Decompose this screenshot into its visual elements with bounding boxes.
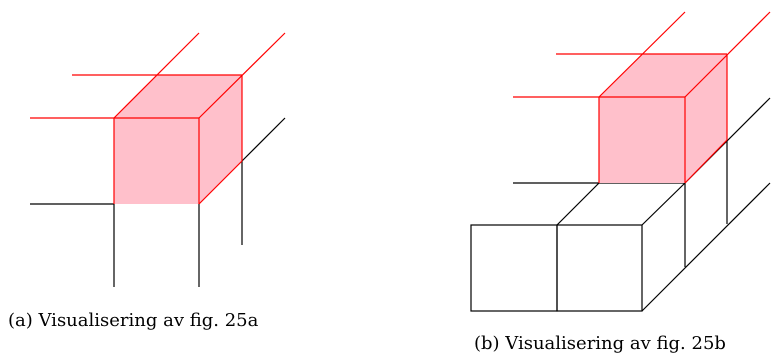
subfigure-a: (a) Visualisering av fig. 25a — [8, 32, 286, 331]
subfigure-b: (b) Visualisering av fig. 25b — [470, 11, 771, 354]
cube-edge — [198, 160, 243, 205]
highlighted-cube-b — [513, 11, 771, 184]
grid-lines-a — [30, 117, 286, 287]
cube-top-face — [114, 75, 242, 118]
grid-line — [641, 182, 771, 312]
outlined-cube — [556, 224, 643, 312]
caption-b: (b) Visualisering av fig. 25b — [474, 333, 726, 354]
highlighted-cube-a — [30, 32, 286, 205]
cube-front-face — [599, 97, 685, 183]
cube-front-face — [114, 118, 199, 204]
grid-line — [641, 182, 686, 226]
cube-edge — [598, 11, 686, 98]
cube-edge — [113, 32, 200, 119]
grid-line — [556, 182, 600, 226]
outlined-cube — [470, 224, 558, 312]
cube-edge — [684, 139, 728, 184]
grid-line — [241, 117, 286, 162]
caption-a: (a) Visualisering av fig. 25a — [8, 310, 259, 331]
